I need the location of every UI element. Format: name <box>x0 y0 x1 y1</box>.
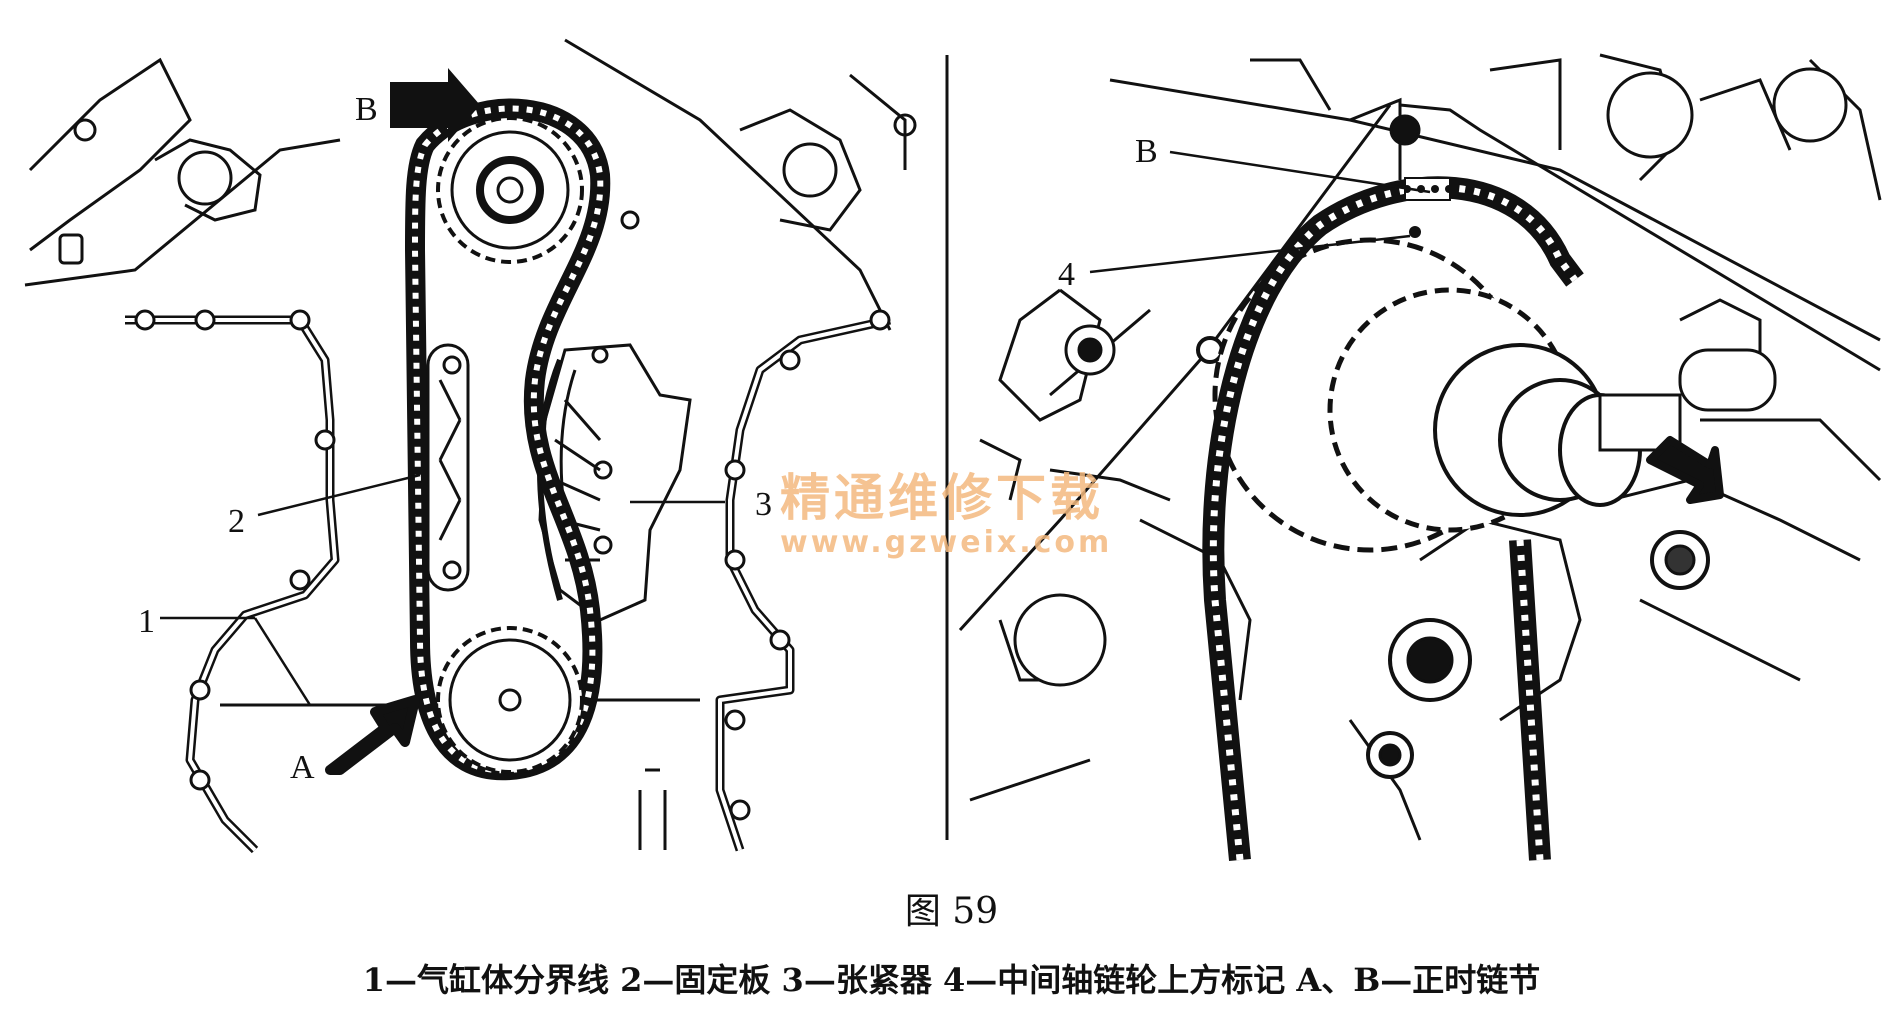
label-4: 4 <box>1058 256 1075 293</box>
engine-block-outline <box>24 38 917 331</box>
timing-chain-diagram: B A 1 2 3 <box>24 38 1882 862</box>
timing-link-arrow-b-left <box>390 68 480 142</box>
figure-title: 图 59 <box>904 891 999 932</box>
gasket-inner-line <box>125 318 891 852</box>
label-b-right: B <box>1135 133 1158 170</box>
watermark: 精通维修下载 www.gzweix.com <box>780 469 1112 560</box>
watermark-line1: 精通维修下载 <box>780 469 1104 527</box>
lower-sprocket <box>436 626 584 774</box>
right-timing-chain <box>1202 176 1584 862</box>
label-1: 1 <box>138 603 155 640</box>
label-3: 3 <box>755 486 772 523</box>
left-panel: B A 1 2 3 <box>24 38 917 854</box>
intermediate-shaft-mark <box>1409 226 1421 238</box>
fixing-plate <box>426 343 470 592</box>
leader-lines-right <box>1089 150 1431 274</box>
right-panel: B 4 <box>958 53 1882 862</box>
tensioner <box>537 343 692 622</box>
watermark-line2: www.gzweix.com <box>780 525 1112 560</box>
leader-lines-left <box>160 473 725 706</box>
upper-sprocket <box>436 116 584 264</box>
label-b-left: B <box>355 91 378 128</box>
timing-chain <box>404 98 611 781</box>
gasket-bolt-holes <box>134 309 891 821</box>
intermediate-shaft-sprocket <box>1212 237 1682 553</box>
figure-caption: 1—气缸体分界线 2—固定板 3—张紧器 4—中间轴链轮上方标记 A、B—正时链… <box>362 961 1541 999</box>
timing-arrow-right <box>1646 436 1724 504</box>
timing-link-arrow-a <box>325 695 420 775</box>
label-a: A <box>290 749 315 786</box>
label-2: 2 <box>228 503 245 540</box>
